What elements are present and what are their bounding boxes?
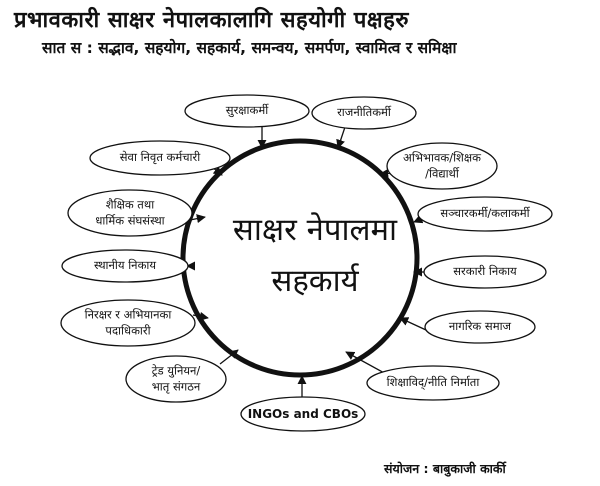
node-religious-line2: धार्मिक संघसंस्था	[95, 213, 165, 227]
node-union-line2: भातृ संगठन	[151, 379, 201, 393]
node-media-shape	[417, 196, 553, 232]
node-ingos: INGOs and CBOs	[247, 406, 359, 421]
center-circle	[180, 138, 420, 378]
node-retired: सेवा निवृत कर्मचारी	[119, 150, 201, 165]
arrow-politician	[336, 126, 346, 149]
node-parent: अभिभावक/शिक्षक /विद्यार्थी	[403, 150, 481, 181]
node-security-shape	[184, 94, 310, 128]
node-local-body: स्थानीय निकाय	[93, 258, 157, 273]
node-religious-shape	[67, 189, 193, 237]
credit-line: संयोजन : बाबुकाजी कार्की	[384, 461, 506, 476]
node-campaign-line2: पदाधिकारी	[105, 323, 151, 337]
node-campaign: निरक्षर र अभियानका पदाधिकारी	[85, 307, 172, 338]
node-union-line1: ट्रेड युनियन/	[151, 363, 201, 378]
center-label: साक्षर नेपालमा सहकार्य	[205, 205, 425, 307]
center-label-line2: सहकार्य	[271, 263, 359, 300]
node-media: सञ्चारकर्मी/कलाकर्मी	[440, 206, 530, 221]
node-ingos-shape	[240, 396, 366, 432]
node-civil-society: नागरिक समाज	[448, 319, 512, 334]
arrow-union	[219, 349, 239, 365]
node-security: सुरक्षाकर्मी	[225, 103, 269, 118]
node-campaign-shape	[60, 299, 196, 347]
node-government-shape	[423, 255, 547, 289]
node-politician: राजनीतिकर्मी	[337, 105, 391, 120]
node-union-shape	[125, 355, 227, 403]
node-religious-line1: शैक्षिक तथा	[105, 197, 155, 212]
node-civil-society-shape	[424, 310, 536, 344]
node-campaign-line1: निरक्षर र अभियानका	[84, 307, 172, 322]
diagram-title: प्रभावकारी साक्षर नेपालकालागि सहयोगी पक्…	[14, 8, 409, 33]
diagram-subtitle: सात स : सद्भाव, सहयोग, सहकार्य, समन्वय, …	[42, 39, 457, 57]
arrow-religious	[189, 214, 206, 224]
node-retired-shape	[89, 140, 231, 176]
arrow-civil-society	[399, 317, 427, 331]
node-parent-line2: /विद्यार्थी	[425, 166, 459, 180]
node-parent-line1: अभिभावक/शिक्षक	[403, 150, 481, 165]
node-parent-shape	[386, 142, 498, 190]
node-local-body-shape	[61, 249, 189, 283]
node-government: सरकारी निकाय	[453, 264, 517, 279]
node-religious: शैक्षिक तथा धार्मिक संघसंस्था	[95, 197, 164, 228]
node-politician-shape	[311, 96, 417, 130]
node-educationist: शिक्षाविद्/नीति निर्माता	[386, 375, 480, 390]
center-label-line1: साक्षर नेपालमा	[232, 212, 398, 248]
node-educationist-shape	[366, 365, 500, 401]
arrow-campaign	[192, 311, 209, 321]
arrow-educationist	[345, 351, 387, 375]
node-union: ट्रेड युनियन/ भातृ संगठन	[152, 363, 201, 394]
